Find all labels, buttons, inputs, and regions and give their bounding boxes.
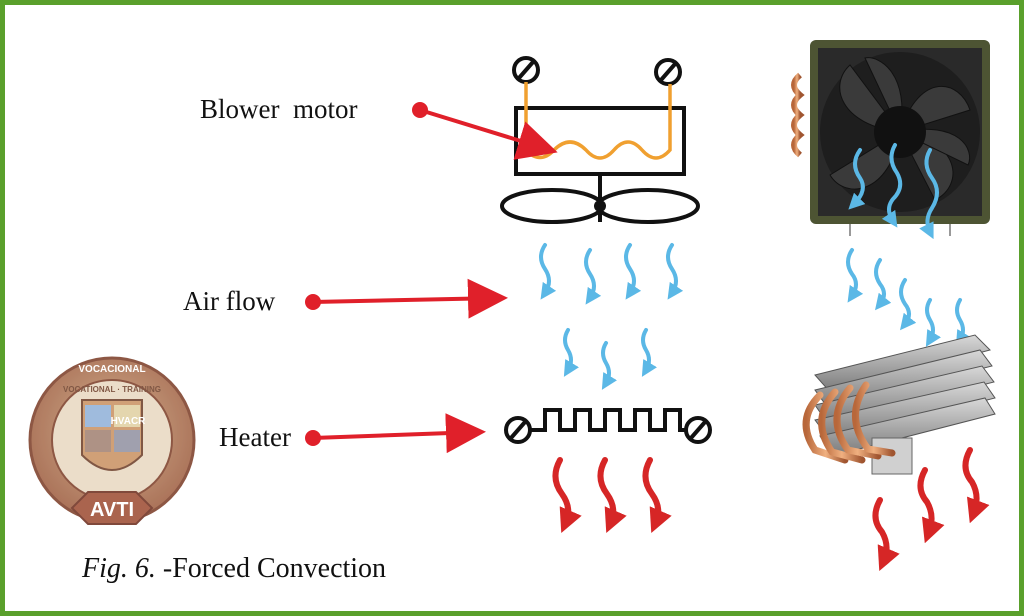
photo-heat-arrows <box>872 447 990 572</box>
figure-title: -Forced Convection <box>155 553 387 584</box>
pointer-blower-motor <box>412 102 558 160</box>
svg-text:VOCACIONAL: VOCACIONAL <box>78 364 145 375</box>
air-flow-label: Air flow <box>183 286 276 316</box>
svg-text:AVTI: AVTI <box>90 499 134 521</box>
avti-seal-icon: HVACR AVTI VOCACIONAL VOCATIONAL · TRAIN… <box>28 356 196 525</box>
photo-air-flow-arrows <box>846 143 971 347</box>
blower-motor-label: Blower motor <box>200 94 358 124</box>
blower-motor-icon <box>500 56 700 224</box>
air-flow-arrows <box>539 243 684 390</box>
heater-label: Heater <box>219 422 291 452</box>
pointer-heater <box>305 413 486 454</box>
heatsink-photo-icon <box>802 334 996 475</box>
heater-element-icon <box>504 408 712 444</box>
figure-caption: Fig. 6. -Forced Convection <box>82 553 386 585</box>
figure-number: Fig. 6. <box>82 553 156 584</box>
heat-arrows <box>552 457 672 534</box>
svg-text:HVACR: HVACR <box>111 416 147 427</box>
svg-text:VOCATIONAL · TRAINING: VOCATIONAL · TRAINING <box>63 385 161 394</box>
fan-photo-icon <box>791 40 990 236</box>
pointer-air-flow <box>305 278 508 319</box>
